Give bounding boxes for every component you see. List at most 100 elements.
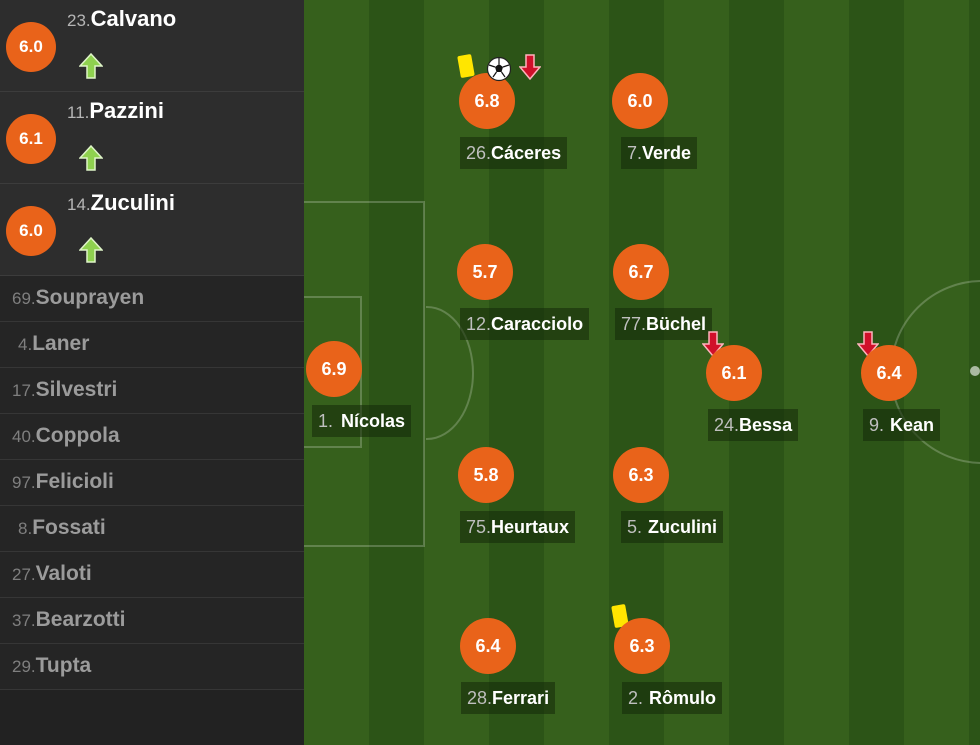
goal-ball-icon	[486, 56, 512, 82]
rating-badge: 6.1	[6, 114, 56, 164]
player-name-label: 24.Bessa	[708, 409, 799, 441]
player-name: Bearzotti	[35, 608, 126, 631]
player-ferrari[interactable]: 6.4 28.Ferrari	[460, 618, 600, 728]
football-pitch: 6.8 26.Cáceres 6.0 7.Verde 5.7 12.Caracc…	[304, 0, 980, 745]
player-romulo[interactable]: 6.3 2.Rômulo	[614, 618, 754, 728]
player-number: 14.	[67, 195, 91, 214]
player-caracciolo[interactable]: 5.7 12.Caracciolo	[457, 244, 597, 354]
center-spot	[970, 366, 980, 376]
player-number: 17.	[12, 381, 36, 400]
yellow-card-icon	[457, 53, 475, 79]
player-number: 8.	[18, 519, 33, 538]
player-number: 69.	[12, 289, 36, 308]
player-label: 11.Pazzini	[67, 98, 164, 124]
player-number: 5.	[627, 516, 643, 537]
arrow-down-icon	[519, 54, 541, 80]
rating-badge: 6.0	[6, 206, 56, 256]
player-verde[interactable]: 6.0 7.Verde	[612, 73, 752, 183]
rating-badge: 6.8	[459, 73, 515, 129]
player-label: 17.Silvestri	[12, 378, 117, 402]
player-name: Souprayen	[35, 286, 145, 309]
player-number: 23.	[67, 11, 91, 30]
player-bessa[interactable]: 6.1 24.Bessa	[706, 345, 846, 455]
rating-badge: 5.8	[458, 447, 514, 503]
player-name-label: 2.Rômulo	[622, 682, 723, 714]
player-number: 7.	[627, 142, 643, 163]
player-name-label: 1.Nícolas	[312, 405, 412, 437]
bench-row[interactable]: 4.Laner	[0, 322, 304, 368]
player-name-label: 75.Heurtaux	[460, 511, 576, 543]
player-name: Ferrari	[492, 687, 550, 708]
player-name-label: 7.Verde	[621, 137, 698, 169]
substitutes-sidebar: 6.0 23.Calvano 6.1 11.Pazzini 6.0 14.Zuc…	[0, 0, 304, 745]
player-number: 24.	[714, 414, 740, 435]
player-name: Zuculini	[90, 190, 175, 215]
rating-badge: 5.7	[457, 244, 513, 300]
player-name: Nícolas	[341, 410, 406, 431]
rating-badge: 6.3	[613, 447, 669, 503]
player-number: 2.	[628, 687, 644, 708]
rating-badge: 6.0	[6, 22, 56, 72]
player-number: 28.	[467, 687, 493, 708]
player-number: 75.	[466, 516, 492, 537]
rating-badge: 6.9	[306, 341, 362, 397]
player-name: Zuculini	[648, 516, 718, 537]
player-buchel[interactable]: 6.7 77.Büchel	[613, 244, 753, 354]
rating-badge: 6.4	[861, 345, 917, 401]
player-name-label: 26.Cáceres	[460, 137, 568, 169]
player-name: Rômulo	[649, 687, 717, 708]
bench-row[interactable]: 29.Tupta	[0, 644, 304, 690]
player-heurtaux[interactable]: 5.8 75.Heurtaux	[458, 447, 598, 557]
player-name: Heurtaux	[491, 516, 570, 537]
bench-row[interactable]: 69.Souprayen	[0, 276, 304, 322]
rating-badge: 6.0	[612, 73, 668, 129]
player-label: 14.Zuculini	[67, 190, 175, 216]
player-label: 37.Bearzotti	[12, 608, 126, 632]
player-name: Caracciolo	[491, 313, 584, 334]
rating-badge: 6.7	[613, 244, 669, 300]
player-name: Büchel	[646, 313, 707, 334]
sub-row-calvano[interactable]: 6.0 23.Calvano	[0, 0, 304, 92]
player-name: Coppola	[35, 424, 120, 447]
bench-row[interactable]: 40.Coppola	[0, 414, 304, 460]
player-label: 29.Tupta	[12, 654, 91, 678]
rating-badge: 6.1	[706, 345, 762, 401]
sub-row-pazzini[interactable]: 6.1 11.Pazzini	[0, 92, 304, 184]
arrow-up-icon	[79, 53, 103, 79]
player-number: 11.	[67, 103, 90, 122]
sub-row-zuculini[interactable]: 6.0 14.Zuculini	[0, 184, 304, 276]
player-name: Tupta	[35, 654, 92, 677]
player-kean[interactable]: 6.4 9.Kean	[861, 345, 980, 455]
player-number: 37.	[12, 611, 36, 630]
player-caceres[interactable]: 6.8 26.Cáceres	[459, 73, 599, 183]
bench-row[interactable]: 8.Fossati	[0, 506, 304, 552]
penalty-area	[304, 201, 425, 547]
bench-row[interactable]: 17.Silvestri	[0, 368, 304, 414]
player-zuculini[interactable]: 6.3 5.Zuculini	[613, 447, 753, 557]
player-name: Bessa	[739, 414, 793, 435]
bench-row[interactable]: 37.Bearzotti	[0, 598, 304, 644]
rating-badge: 6.3	[614, 618, 670, 674]
player-name: Silvestri	[35, 378, 118, 401]
player-number: 97.	[12, 473, 36, 492]
arrow-up-icon	[79, 145, 103, 171]
bench-row[interactable]: 27.Valoti	[0, 552, 304, 598]
player-name-label: 77.Büchel	[615, 308, 713, 340]
bench-row[interactable]: 97.Felicioli	[0, 460, 304, 506]
arrow-up-icon	[79, 237, 103, 263]
player-name: Verde	[642, 142, 692, 163]
player-number: 12.	[466, 313, 492, 334]
player-name: Fossati	[32, 516, 106, 539]
player-name: Valoti	[35, 562, 92, 585]
player-nicolas[interactable]: 6.9 1.Nícolas	[306, 341, 446, 451]
player-name-label: 28.Ferrari	[461, 682, 556, 714]
player-number: 77.	[621, 313, 647, 334]
player-number: 4.	[18, 335, 33, 354]
player-number: 26.	[466, 142, 492, 163]
player-number: 9.	[869, 414, 885, 435]
player-label: 69.Souprayen	[12, 286, 144, 310]
player-label: 4.Laner	[18, 332, 89, 356]
rating-badge: 6.4	[460, 618, 516, 674]
player-name: Cáceres	[491, 142, 562, 163]
player-label: 8.Fossati	[18, 516, 106, 540]
